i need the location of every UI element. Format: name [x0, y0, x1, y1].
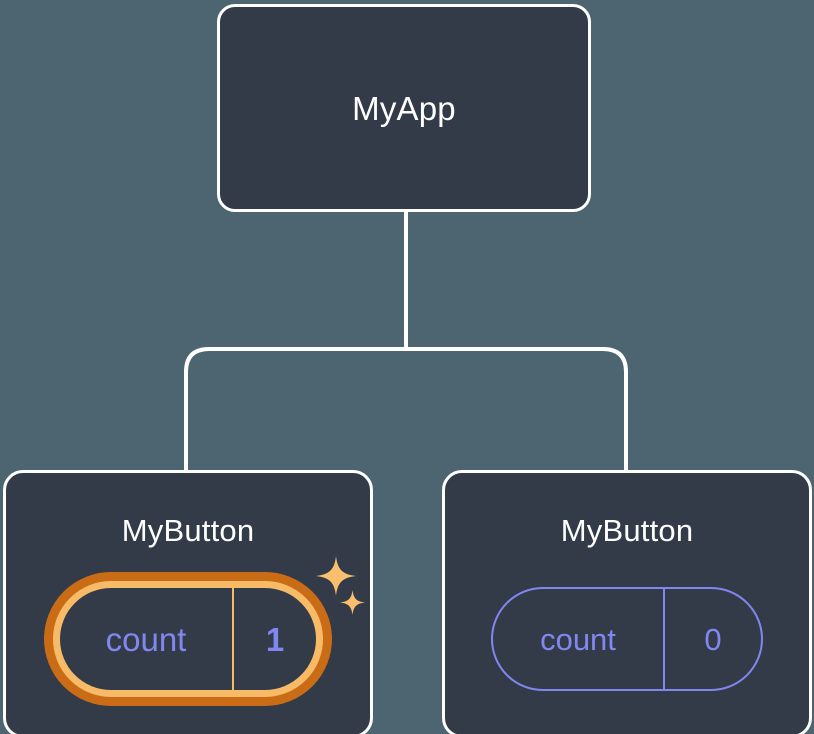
node-child-mybutton-1[interactable]: MyButton count 0	[442, 470, 812, 734]
sparkle-small-icon	[340, 590, 365, 615]
state-pill-idle[interactable]: count 0	[491, 587, 763, 691]
node-title: MyButton	[560, 513, 694, 548]
node-root-myapp[interactable]: MyApp	[217, 4, 591, 212]
state-key-label: count	[60, 588, 234, 690]
state-value-label: 1	[265, 620, 285, 658]
state-pill-inner: count 1	[60, 588, 316, 690]
sparkle-large-icon	[316, 556, 356, 596]
state-pill-wrapper: count 0	[491, 587, 763, 691]
node-child-mybutton-0[interactable]: MyButton count 1	[3, 470, 373, 734]
state-key-label: count	[493, 589, 665, 689]
node-title: MyApp	[352, 89, 456, 127]
state-pill-wrapper: count 1	[44, 556, 365, 706]
state-value-label: 0	[704, 621, 722, 657]
state-pill-highlighted[interactable]: count 1	[44, 572, 332, 706]
connector-child-bus	[184, 347, 628, 470]
node-title: MyButton	[121, 513, 255, 548]
